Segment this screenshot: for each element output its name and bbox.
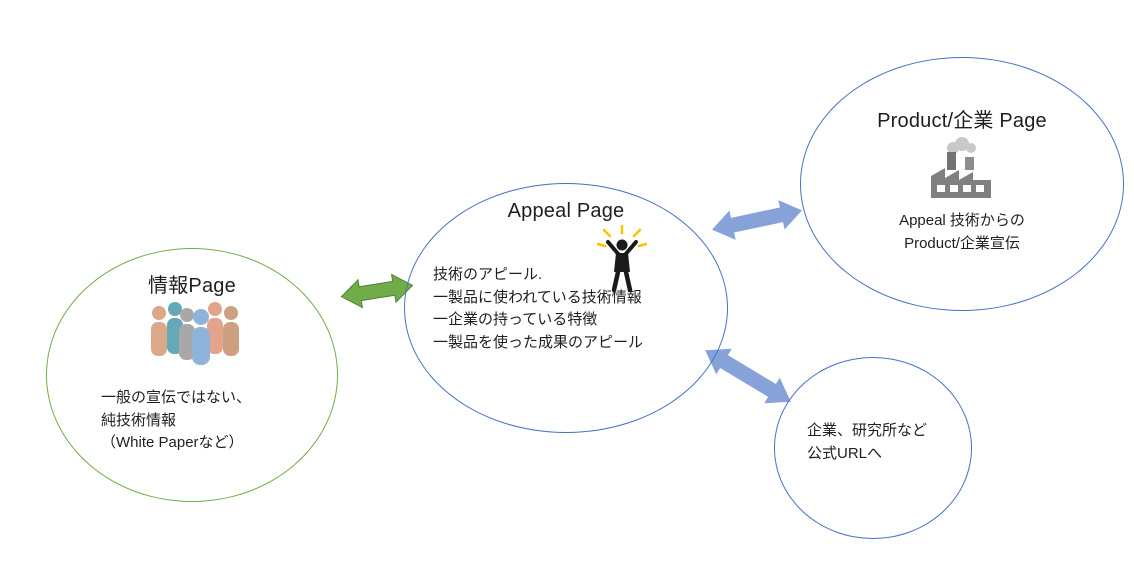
appeal-line: 一製品を使った成果のアピール xyxy=(433,333,644,351)
info-line: 一般の宣伝ではない、 xyxy=(101,389,252,406)
info-line: 純技術情報 xyxy=(101,411,177,429)
official-url-circle: 企業、研究所など 公式URLへ xyxy=(774,357,972,539)
product-page-circle: Product/企業 Page Appeal xyxy=(800,57,1124,311)
info-page-circle: 情報Page 一般の宣伝ではない、 純技術情報 （White Paperなど） xyxy=(46,248,338,502)
product-page-title: Product/企業 Page xyxy=(877,110,1047,132)
info-page-title: 情報Page xyxy=(148,275,236,297)
info-line: （White Paperなど） xyxy=(101,434,244,451)
appeal-line: 技術のアピール. xyxy=(433,266,543,283)
product-line: Appeal 技術からの xyxy=(899,212,1025,229)
appeal-page-circle: Appeal Page xyxy=(404,183,728,433)
official-url-text: 企業、研究所など 公式URLへ xyxy=(807,420,927,465)
appeal-line: 一製品に使われている技術情報 xyxy=(433,288,642,306)
appeal-page-title: Appeal Page xyxy=(507,200,625,222)
official-line: 公式URLへ xyxy=(807,444,883,462)
people-group-icon xyxy=(147,299,245,365)
official-line: 企業、研究所など xyxy=(807,422,928,439)
product-page-text: Appeal 技術からの Product/企業宣伝 xyxy=(801,210,1123,255)
cheering-person-icon xyxy=(597,224,647,294)
appeal-page-text: 技術のアピール. 一製品に使われている技術情報 一企業の持っている特徴 一製品を… xyxy=(433,264,643,354)
product-line: Product/企業宣伝 xyxy=(904,234,1020,252)
appeal-line: 一企業の持っている特徴 xyxy=(433,311,598,328)
info-page-text: 一般の宣伝ではない、 純技術情報 （White Paperなど） xyxy=(101,387,251,455)
factory-icon xyxy=(923,136,999,200)
